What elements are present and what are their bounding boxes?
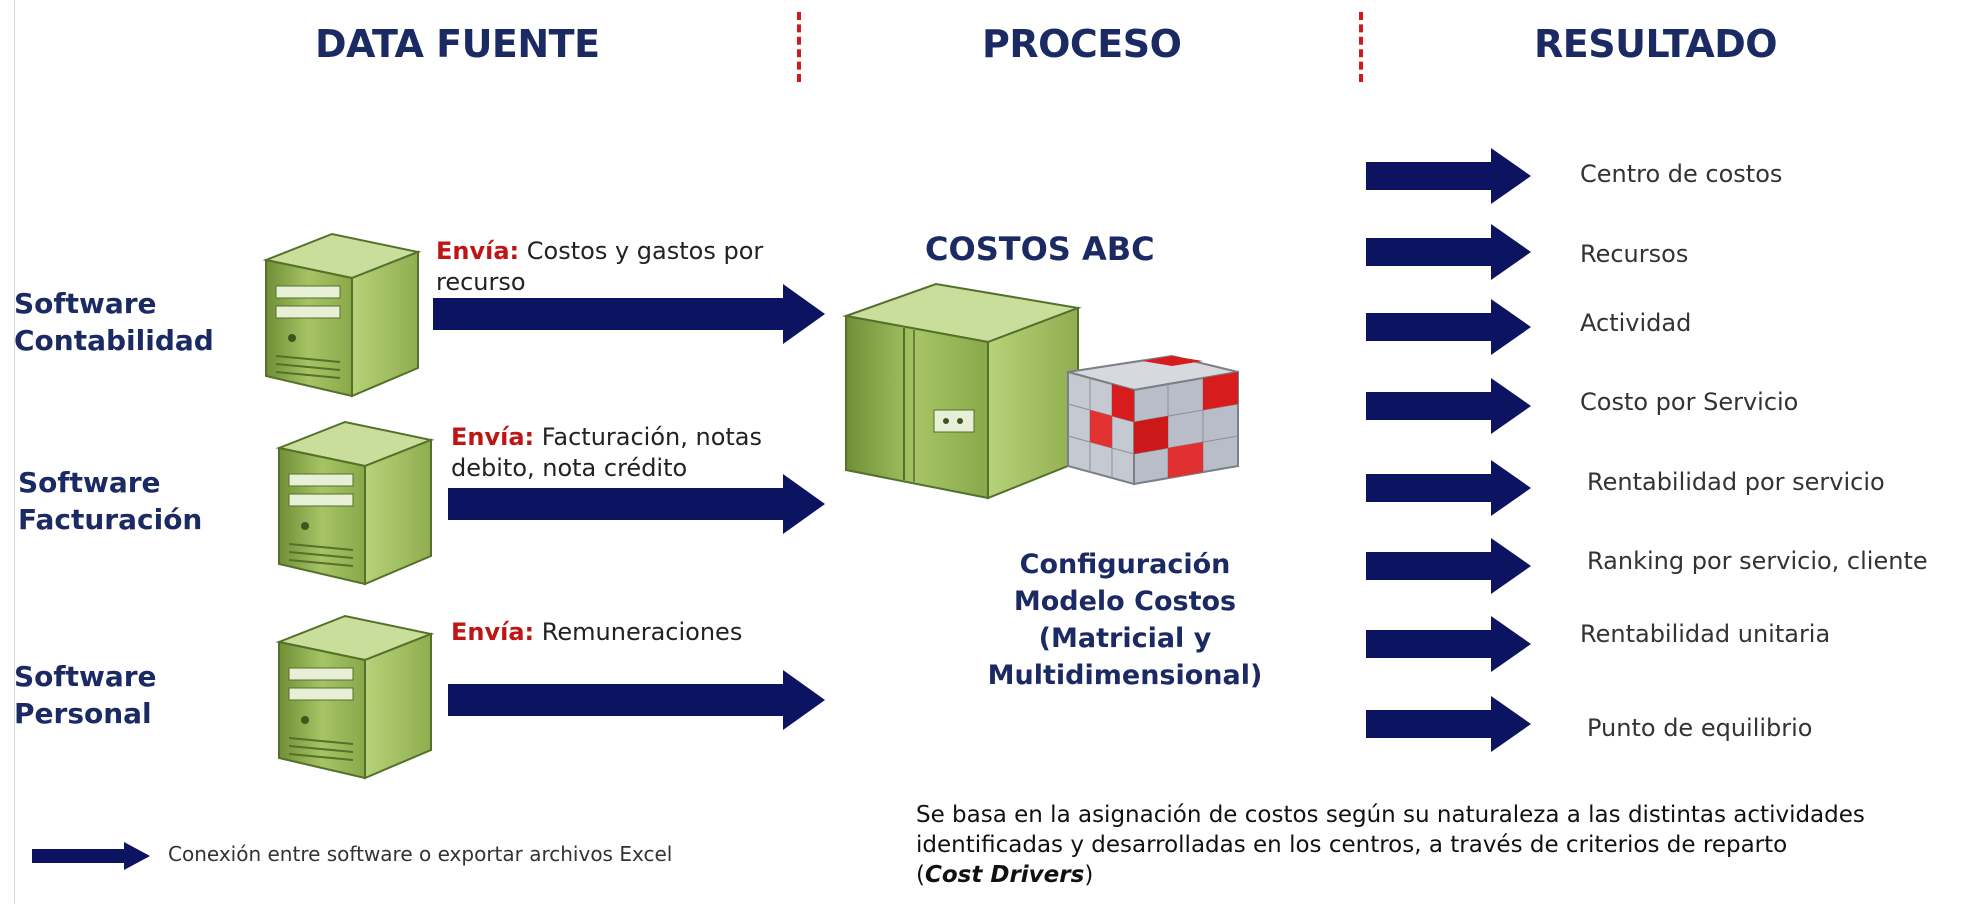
left-border-line bbox=[14, 0, 15, 904]
source-label-line2: Contabilidad bbox=[14, 324, 214, 357]
column-divider-2 bbox=[1359, 12, 1363, 82]
source-label-line1: Software bbox=[18, 466, 161, 499]
right-arrow-icon bbox=[448, 474, 825, 534]
legend-text: Conexión entre software o exportar archi… bbox=[168, 842, 673, 866]
config-line: Modelo Costos bbox=[1013, 586, 1237, 617]
config-line: (Matricial y bbox=[1038, 623, 1212, 654]
note-paren: ) bbox=[1084, 862, 1094, 888]
source-label-contabilidad: Software Contabilidad bbox=[14, 285, 214, 359]
right-arrow-icon bbox=[1366, 460, 1531, 516]
multidimensional-cube-icon bbox=[1067, 354, 1239, 486]
result-item: Centro de costos bbox=[1580, 160, 1783, 188]
result-item: Costo por Servicio bbox=[1580, 388, 1799, 416]
sends-text: Facturación, notas bbox=[534, 423, 763, 451]
right-arrow-icon bbox=[1366, 616, 1531, 672]
source-label-personal: Software Personal bbox=[14, 658, 157, 732]
note-line: identificadas y desarrolladas en los cen… bbox=[916, 832, 1788, 858]
result-item: Actividad bbox=[1580, 309, 1692, 337]
source-label-line1: Software bbox=[14, 660, 157, 693]
sends-text-line2: recurso bbox=[436, 268, 526, 296]
right-arrow-icon bbox=[1366, 299, 1531, 355]
sends-keyword: Envía: bbox=[451, 423, 535, 451]
right-arrow-icon bbox=[433, 284, 825, 344]
result-item: Ranking por servicio, cliente bbox=[1587, 547, 1928, 575]
note-line: (Cost Drivers) bbox=[916, 860, 1985, 890]
process-title: COSTOS ABC bbox=[925, 230, 1155, 268]
sends-text: Remuneraciones bbox=[534, 618, 743, 646]
source-label-line2: Facturación bbox=[18, 503, 203, 536]
source-label-line2: Personal bbox=[14, 697, 152, 730]
methodology-note: Se basa en la asignación de costos según… bbox=[916, 800, 1985, 890]
column-divider-1 bbox=[797, 12, 801, 82]
sends-text-line2: debito, nota crédito bbox=[451, 454, 688, 482]
header-resultado: RESULTADO bbox=[1534, 22, 1778, 66]
right-arrow-icon bbox=[448, 670, 825, 730]
result-item: Rentabilidad por servicio bbox=[1587, 468, 1885, 496]
source-label-line1: Software bbox=[14, 287, 157, 320]
server-tower-icon bbox=[262, 232, 422, 398]
abc-server-icon bbox=[842, 282, 1082, 500]
sends-personal: Envía: Remuneraciones bbox=[451, 617, 742, 648]
config-line: Multidimensional) bbox=[987, 660, 1263, 691]
cost-drivers-term: Cost Drivers bbox=[924, 862, 1085, 888]
config-model-label: Configuración Modelo Costos (Matricial y… bbox=[925, 546, 1325, 694]
source-label-facturacion: Software Facturación bbox=[18, 464, 202, 538]
server-tower-icon bbox=[275, 420, 435, 586]
note-line: Se basa en la asignación de costos según… bbox=[916, 802, 1865, 828]
result-item: Punto de equilibrio bbox=[1587, 714, 1813, 742]
result-item: Recursos bbox=[1580, 240, 1689, 268]
sends-keyword: Envía: bbox=[436, 237, 520, 265]
note-paren: ( bbox=[916, 862, 925, 888]
right-arrow-icon bbox=[1366, 538, 1531, 594]
config-line: Configuración bbox=[1019, 549, 1231, 580]
sends-text: Costos y gastos por bbox=[519, 237, 764, 265]
sends-keyword: Envía: bbox=[451, 618, 535, 646]
sends-contabilidad: Envía: Costos y gastos por recurso bbox=[436, 236, 763, 298]
legend-arrow-icon bbox=[32, 842, 150, 870]
right-arrow-icon bbox=[1366, 696, 1531, 752]
header-data-fuente: DATA FUENTE bbox=[315, 22, 600, 66]
sends-facturacion: Envía: Facturación, notas debito, nota c… bbox=[451, 422, 762, 484]
result-item: Rentabilidad unitaria bbox=[1580, 620, 1831, 648]
right-arrow-icon bbox=[1366, 378, 1531, 434]
server-tower-icon bbox=[275, 614, 435, 780]
right-arrow-icon bbox=[1366, 224, 1531, 280]
right-arrow-icon bbox=[1366, 148, 1531, 204]
header-proceso: PROCESO bbox=[982, 22, 1182, 66]
